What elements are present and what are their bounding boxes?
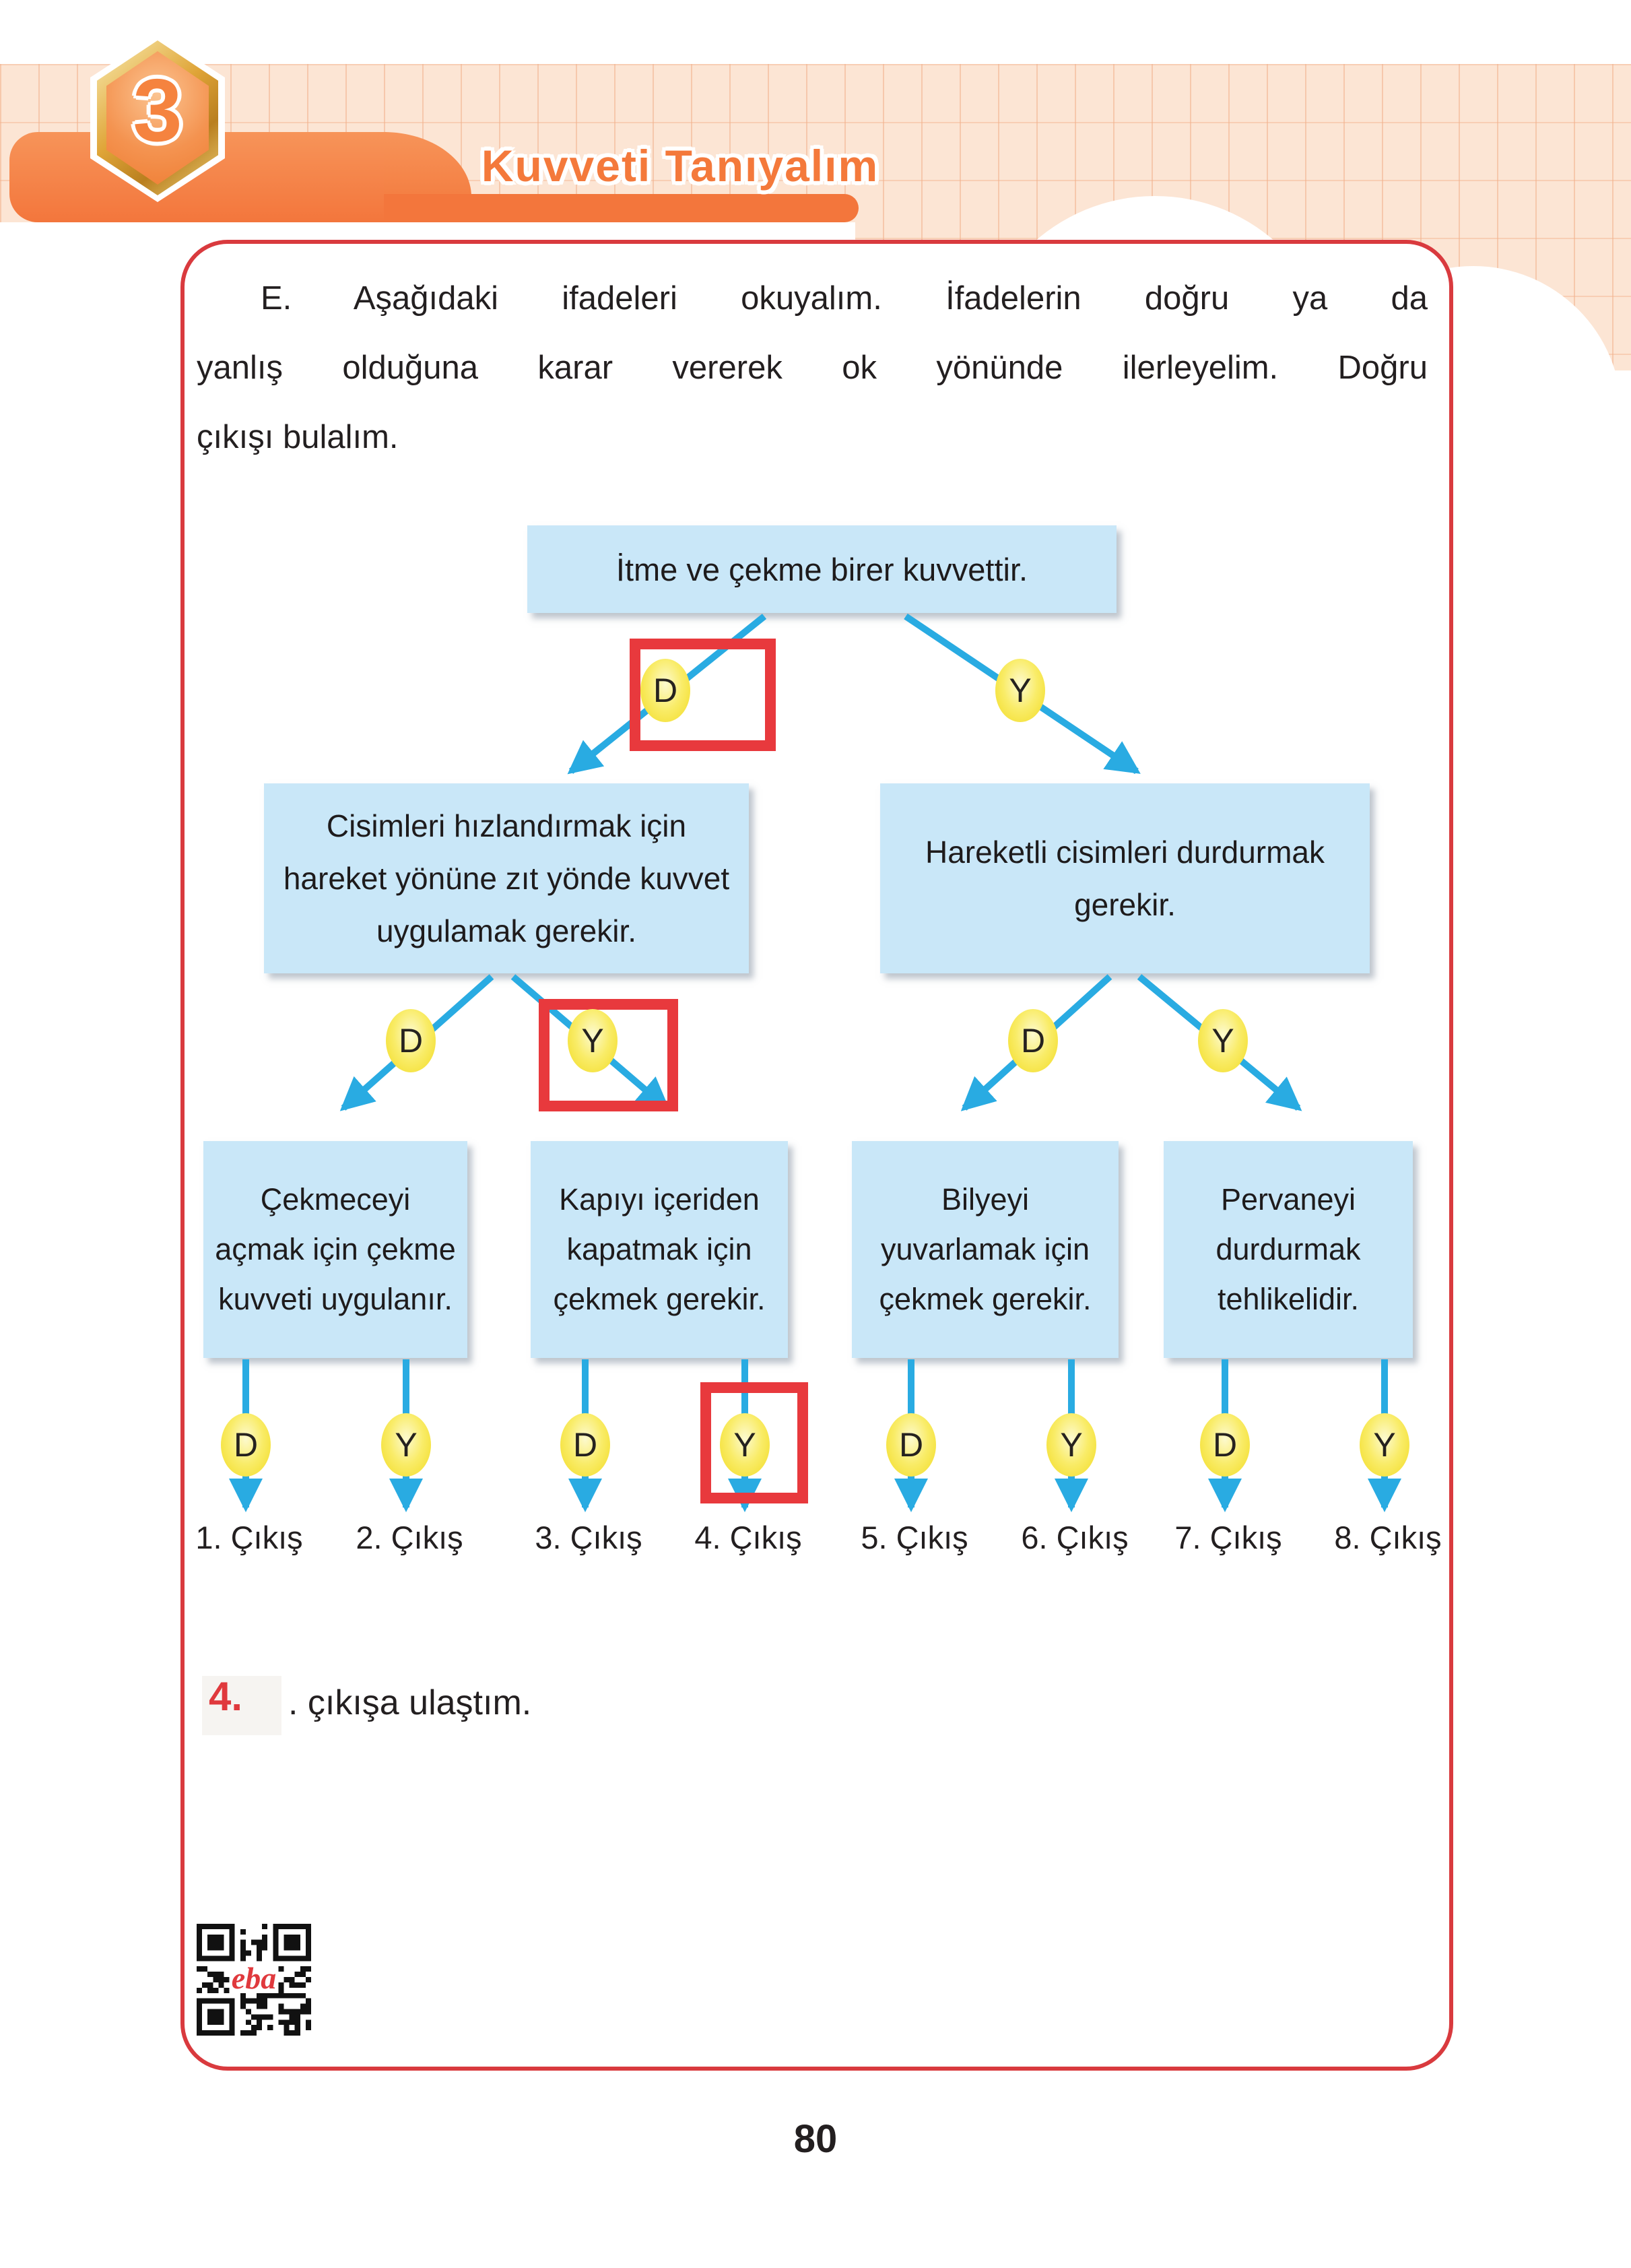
decision-letter: D <box>1212 1426 1238 1464</box>
statement-text: Hareketli cisimleri durdurmak gerekir. <box>925 835 1325 922</box>
exit-label-1: 1. Çıkış <box>195 1520 303 1555</box>
answer-handwritten-value: 4. <box>209 1674 243 1719</box>
statement-box-4: Pervaneyi durdurmak tehlikelidir. <box>1164 1141 1413 1358</box>
statement-text: İtme ve çekme birer kuvvettir. <box>615 551 1028 587</box>
statement-box-left: Cisimleri hızlandırmak için hareket yönü… <box>264 783 749 973</box>
statement-box-right: Hareketli cisimleri durdurmak gerekir. <box>880 783 1370 973</box>
statement-box-root: İtme ve çekme birer kuvvettir. <box>527 525 1117 613</box>
decision-letter: D <box>398 1022 424 1060</box>
decision-letter: D <box>1020 1022 1046 1060</box>
decision-letter: D <box>653 672 678 709</box>
statement-text: Çekmeceyi açmak için çekme kuvveti uygul… <box>215 1182 456 1316</box>
decision-circle-d: D <box>640 659 690 722</box>
decision-circle-y: Y <box>568 1009 618 1072</box>
page-number: 80 <box>793 2117 838 2161</box>
statement-box-3: Bilyeyi yuvarlamak için çekmek gerekir. <box>852 1141 1119 1358</box>
exit-label-4: 4. Çıkış <box>694 1520 802 1555</box>
exit-label-7: 7. Çıkış <box>1174 1520 1282 1555</box>
exit-label-8: 8. Çıkış <box>1334 1520 1442 1555</box>
decision-letter: Y <box>1009 672 1032 709</box>
decision-circle-d: D <box>886 1413 936 1477</box>
decision-circle-y: Y <box>1360 1413 1409 1477</box>
answer-field: 4. <box>202 1674 281 1735</box>
decision-circle-y: Y <box>720 1413 770 1477</box>
decision-letter: D <box>233 1426 259 1464</box>
exercise-instructions: E. Aşağıdaki ifadeleri okuyalım. İfadele… <box>197 264 1428 472</box>
decision-letter: Y <box>1373 1426 1396 1464</box>
instruction-line: E. Aşağıdaki ifadeleri okuyalım. İfadele… <box>261 280 1428 317</box>
instruction-line: yanlış olduğuna karar vererek ok yönünde… <box>197 350 1428 386</box>
exit-label-2: 2. Çıkış <box>356 1520 463 1555</box>
qr-code-pattern <box>197 1924 311 2036</box>
instruction-line: çıkışı bulalım. <box>197 419 399 455</box>
exit-label-5: 5. Çıkış <box>861 1520 968 1555</box>
statement-box-1: Çekmeceyi açmak için çekme kuvveti uygul… <box>203 1141 467 1358</box>
statement-text: Pervaneyi durdurmak tehlikelidir. <box>1216 1182 1361 1316</box>
decision-circle-y: Y <box>1046 1413 1096 1477</box>
decision-circle-y: Y <box>995 659 1045 722</box>
statement-text: Bilyeyi yuvarlamak için çekmek gerekir. <box>879 1182 1092 1316</box>
eba-logo: eba <box>231 1961 277 1995</box>
statement-text: Kapıyı içeriden kapatmak için çekmek ger… <box>553 1182 766 1316</box>
decision-letter: D <box>898 1426 924 1464</box>
statement-text: Cisimleri hızlandırmak için hareket yönü… <box>283 808 730 948</box>
exit-label-6: 6. Çıkış <box>1021 1520 1129 1555</box>
decision-circle-d: D <box>1008 1009 1058 1072</box>
decision-circle-y: Y <box>1198 1009 1248 1072</box>
decision-letter: Y <box>1060 1426 1083 1464</box>
answer-sentence: . çıkışa ulaştım. <box>288 1683 532 1722</box>
decision-letter: Y <box>581 1022 604 1060</box>
decision-letter: Y <box>1211 1022 1234 1060</box>
decision-circle-d: D <box>1200 1413 1250 1477</box>
qr-code: eba <box>197 1924 311 2036</box>
decision-circle-y: Y <box>381 1413 431 1477</box>
decision-letter: Y <box>395 1426 418 1464</box>
unit-number: 3 <box>133 61 182 160</box>
decision-circle-d: D <box>221 1413 271 1477</box>
decision-letter: D <box>572 1426 598 1464</box>
statement-box-2: Kapıyı içeriden kapatmak için çekmek ger… <box>531 1141 788 1358</box>
decision-letter: Y <box>733 1426 756 1464</box>
decision-circle-d: D <box>386 1009 436 1072</box>
exit-label-3: 3. Çıkış <box>535 1520 642 1555</box>
page-title: Kuvveti Tanıyalım <box>481 141 879 191</box>
decision-circle-d: D <box>560 1413 610 1477</box>
title-banner-strip <box>384 194 859 222</box>
